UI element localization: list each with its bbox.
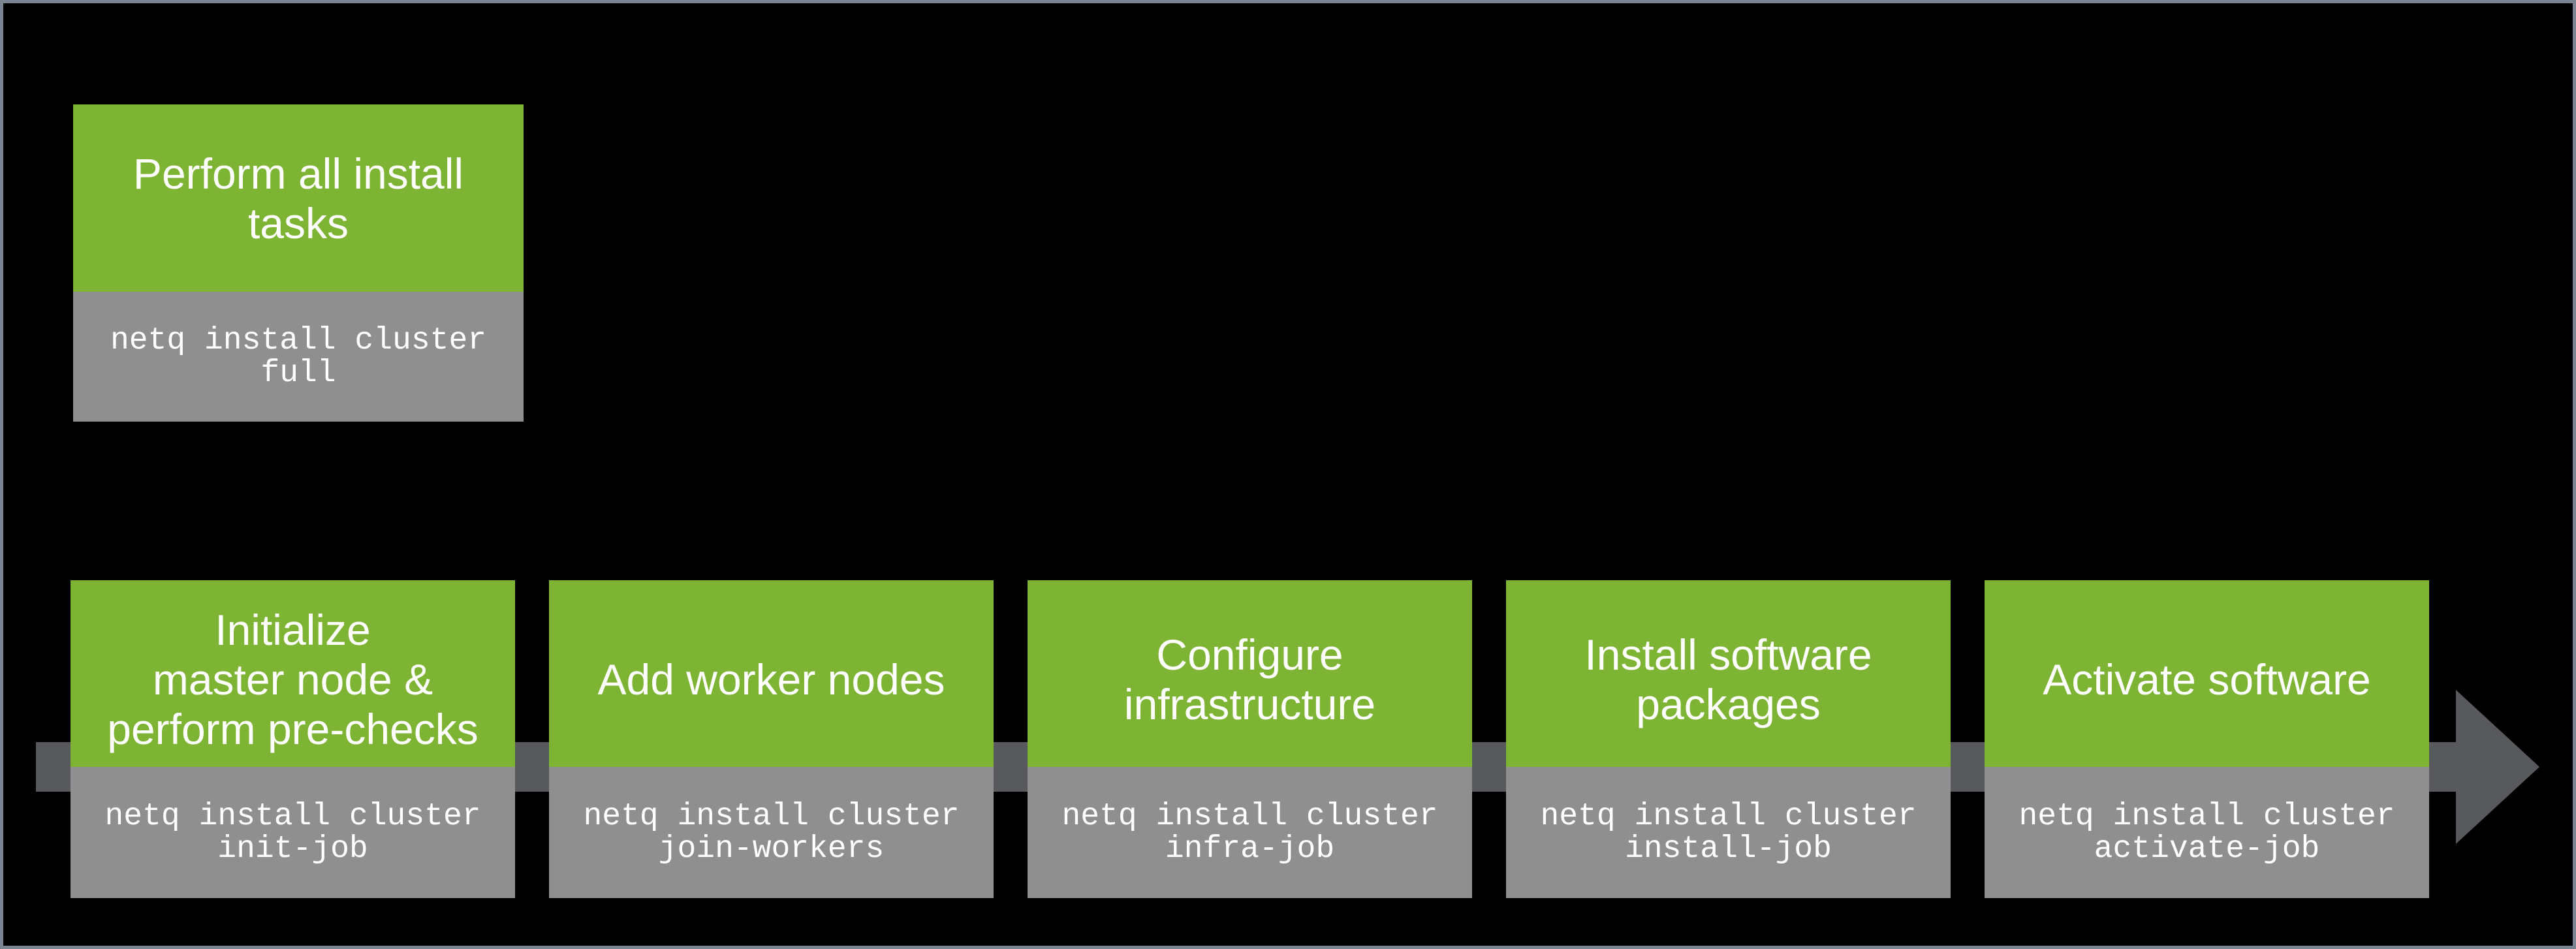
step-command: netq install cluster init-job [71,767,515,898]
step-box-configure-infrastructure: Configure infrastructure netq install cl… [1028,580,1472,898]
step-title: Initialize master node & perform pre-che… [71,580,515,767]
step-box-install-packages: Install software packages netq install c… [1506,580,1951,898]
step-box-full-install: Perform all install tasks netq install c… [73,104,524,422]
step-box-initialize-master: Initialize master node & perform pre-che… [71,580,515,898]
step-title: Add worker nodes [549,580,994,767]
step-title: Install software packages [1506,580,1951,767]
step-title: Configure infrastructure [1028,580,1472,767]
step-command: netq install cluster full [73,292,524,422]
step-box-activate-software: Activate software netq install cluster a… [1985,580,2429,898]
step-command: netq install cluster infra-job [1028,767,1472,898]
step-command: netq install cluster join-workers [549,767,994,898]
step-title: Perform all install tasks [73,104,524,292]
flow-arrow-head-icon [2456,690,2539,844]
step-command: netq install cluster install-job [1506,767,1951,898]
step-title: Activate software [1985,580,2429,767]
step-box-add-workers: Add worker nodes netq install cluster jo… [549,580,994,898]
step-command: netq install cluster activate-job [1985,767,2429,898]
